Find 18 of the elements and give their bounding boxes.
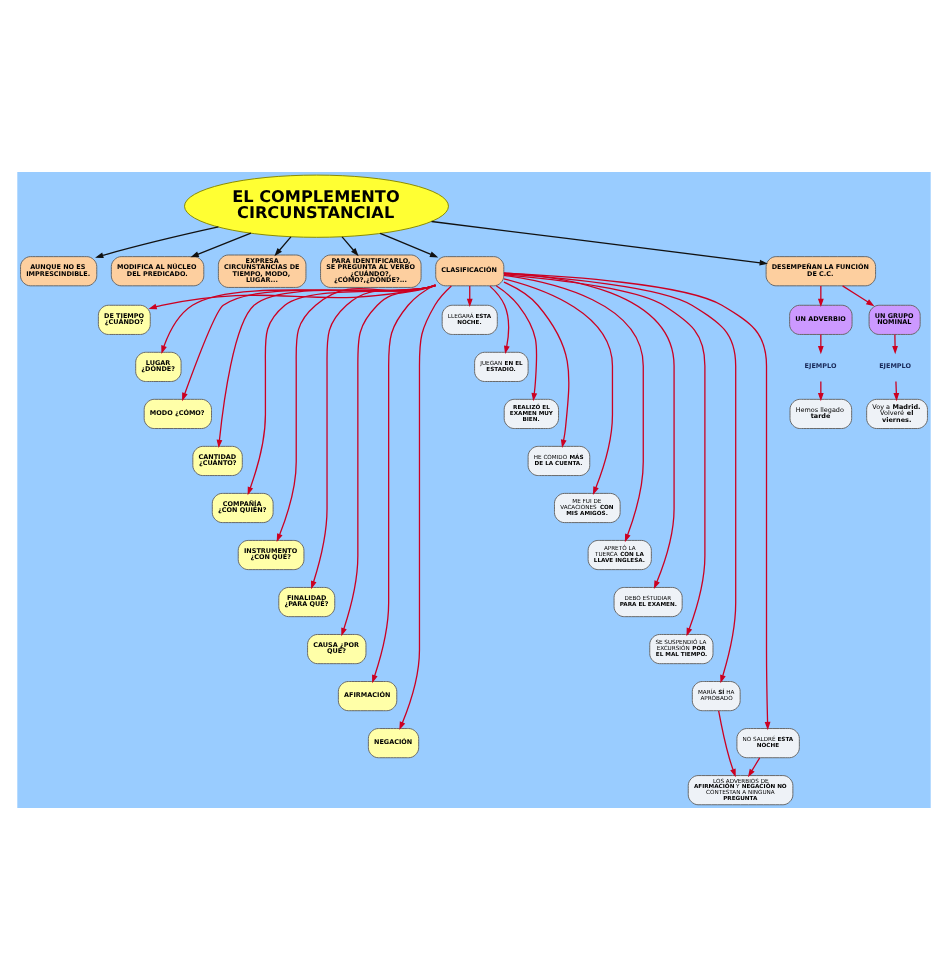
arrow [341, 235, 359, 256]
arrow [495, 284, 538, 401]
arrow [379, 231, 439, 257]
arrow [274, 235, 292, 256]
arrow [182, 283, 437, 401]
arrow [341, 283, 437, 636]
arrow [399, 284, 453, 730]
arrow [747, 756, 761, 777]
arrow [893, 379, 900, 401]
arrow [841, 284, 875, 306]
arrow [190, 231, 252, 257]
arrow [430, 219, 768, 265]
arrow [95, 225, 220, 258]
node-ellipse: EL COMPLEMENTO CIRCUNSTANCIAL [184, 173, 449, 237]
arrow [489, 284, 510, 354]
arrow [372, 283, 437, 683]
arrow [718, 709, 736, 777]
arrow [892, 332, 898, 354]
